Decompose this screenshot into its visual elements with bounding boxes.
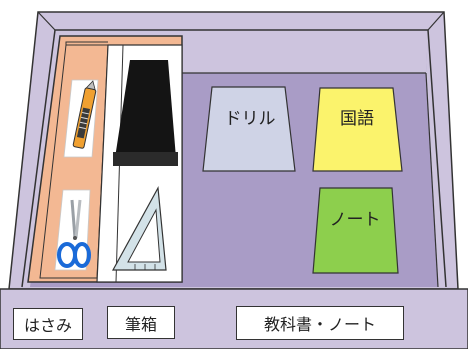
notebook-label: ノート xyxy=(330,210,381,230)
scissors-icon xyxy=(57,199,91,268)
scissors-label: はさみ xyxy=(13,308,83,340)
box-corner-edge-left xyxy=(37,11,56,31)
triangle-ruler-icon xyxy=(111,186,167,271)
scissors-card xyxy=(54,189,91,271)
box-corner-edge-right xyxy=(427,11,445,31)
box-inner-edge xyxy=(21,29,447,288)
japanese-book-label: 国語 xyxy=(340,109,374,129)
pencil-case-label: 筆箱 xyxy=(107,306,175,339)
box-right-inner-edge xyxy=(425,72,439,288)
drill-book: ドリル xyxy=(202,86,296,172)
cutter-knife-icon xyxy=(72,80,97,149)
japanese-book: 国語 xyxy=(312,87,403,172)
orange-tray-inner-edge xyxy=(65,41,108,45)
notebook: ノート xyxy=(312,187,399,274)
textbooks-notebook-label: 教科書・ノート xyxy=(236,306,404,340)
pencil-case-icon xyxy=(113,60,178,166)
drill-book-label: ドリル xyxy=(225,109,276,129)
box-left-wall xyxy=(22,30,60,287)
